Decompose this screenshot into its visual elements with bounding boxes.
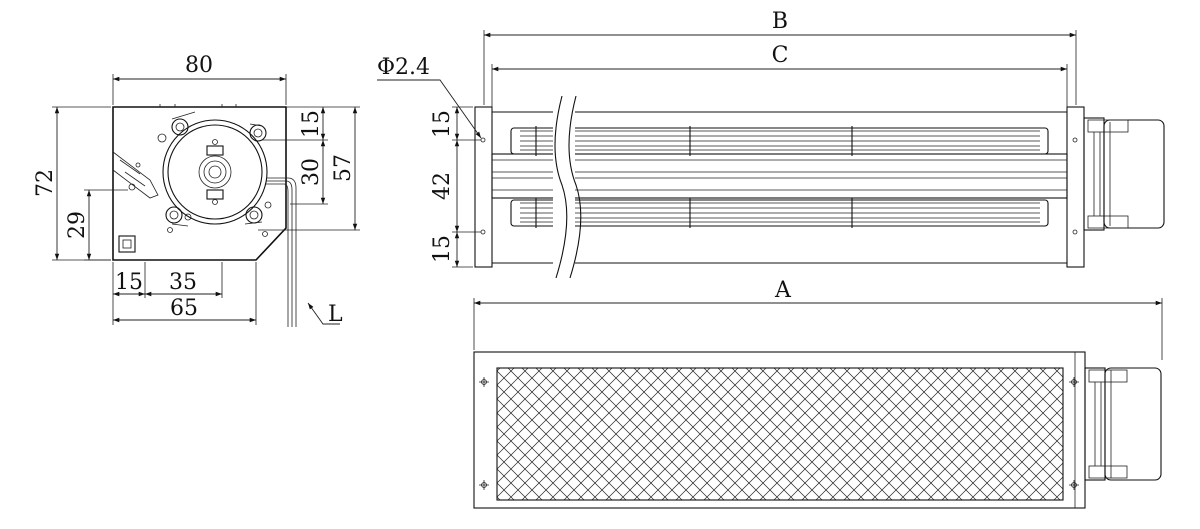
svg-text:B: B [772,9,788,34]
svg-text:29: 29 [65,211,90,239]
connector-box [118,235,136,253]
svg-text:15: 15 [299,110,324,138]
svg-text:42: 42 [430,172,455,200]
corner-holes [479,377,1079,490]
front-view: B C Φ2.4 15 42 15 [377,9,1165,279]
dim-29: 29 [65,189,128,261]
lead-label: L [328,302,343,327]
svg-text:80: 80 [185,53,213,78]
dim-B: B [483,9,1077,105]
svg-text:15: 15 [430,235,455,263]
dim-A: A [473,278,1163,360]
right-end-plate [1066,106,1085,268]
side-view: L 80 72 29 15 30 57 [33,53,360,327]
svg-text:15: 15 [430,110,455,138]
dim-72: 72 [33,106,111,261]
svg-text:57: 57 [331,154,356,182]
front-motor [1083,117,1165,231]
dims-left-front: 15 42 15 [430,106,481,268]
mesh-grille [496,367,1064,501]
svg-text:15: 15 [115,270,143,295]
svg-text:C: C [772,43,789,68]
dims-bottom: 15 35 65 [112,262,257,325]
svg-text:30: 30 [299,158,324,186]
impeller-upper [510,126,1049,156]
svg-text:A: A [774,278,792,303]
impeller-lower [510,198,1049,228]
lead-wires [266,177,297,327]
svg-text:35: 35 [169,270,197,295]
left-end-plate [474,106,493,268]
hole-callout: Φ2.4 [377,55,482,139]
dim-C: C [491,43,1068,110]
bottom-view: A [473,278,1163,509]
side-housing-outline [112,106,287,261]
svg-text:72: 72 [33,169,58,197]
svg-text:65: 65 [170,296,198,321]
bottom-motor [1084,367,1162,481]
motor [157,111,272,237]
svg-text:Φ2.4: Φ2.4 [377,55,430,80]
dim-80: 80 [112,53,287,105]
dims-right: 15 30 57 [258,106,360,231]
